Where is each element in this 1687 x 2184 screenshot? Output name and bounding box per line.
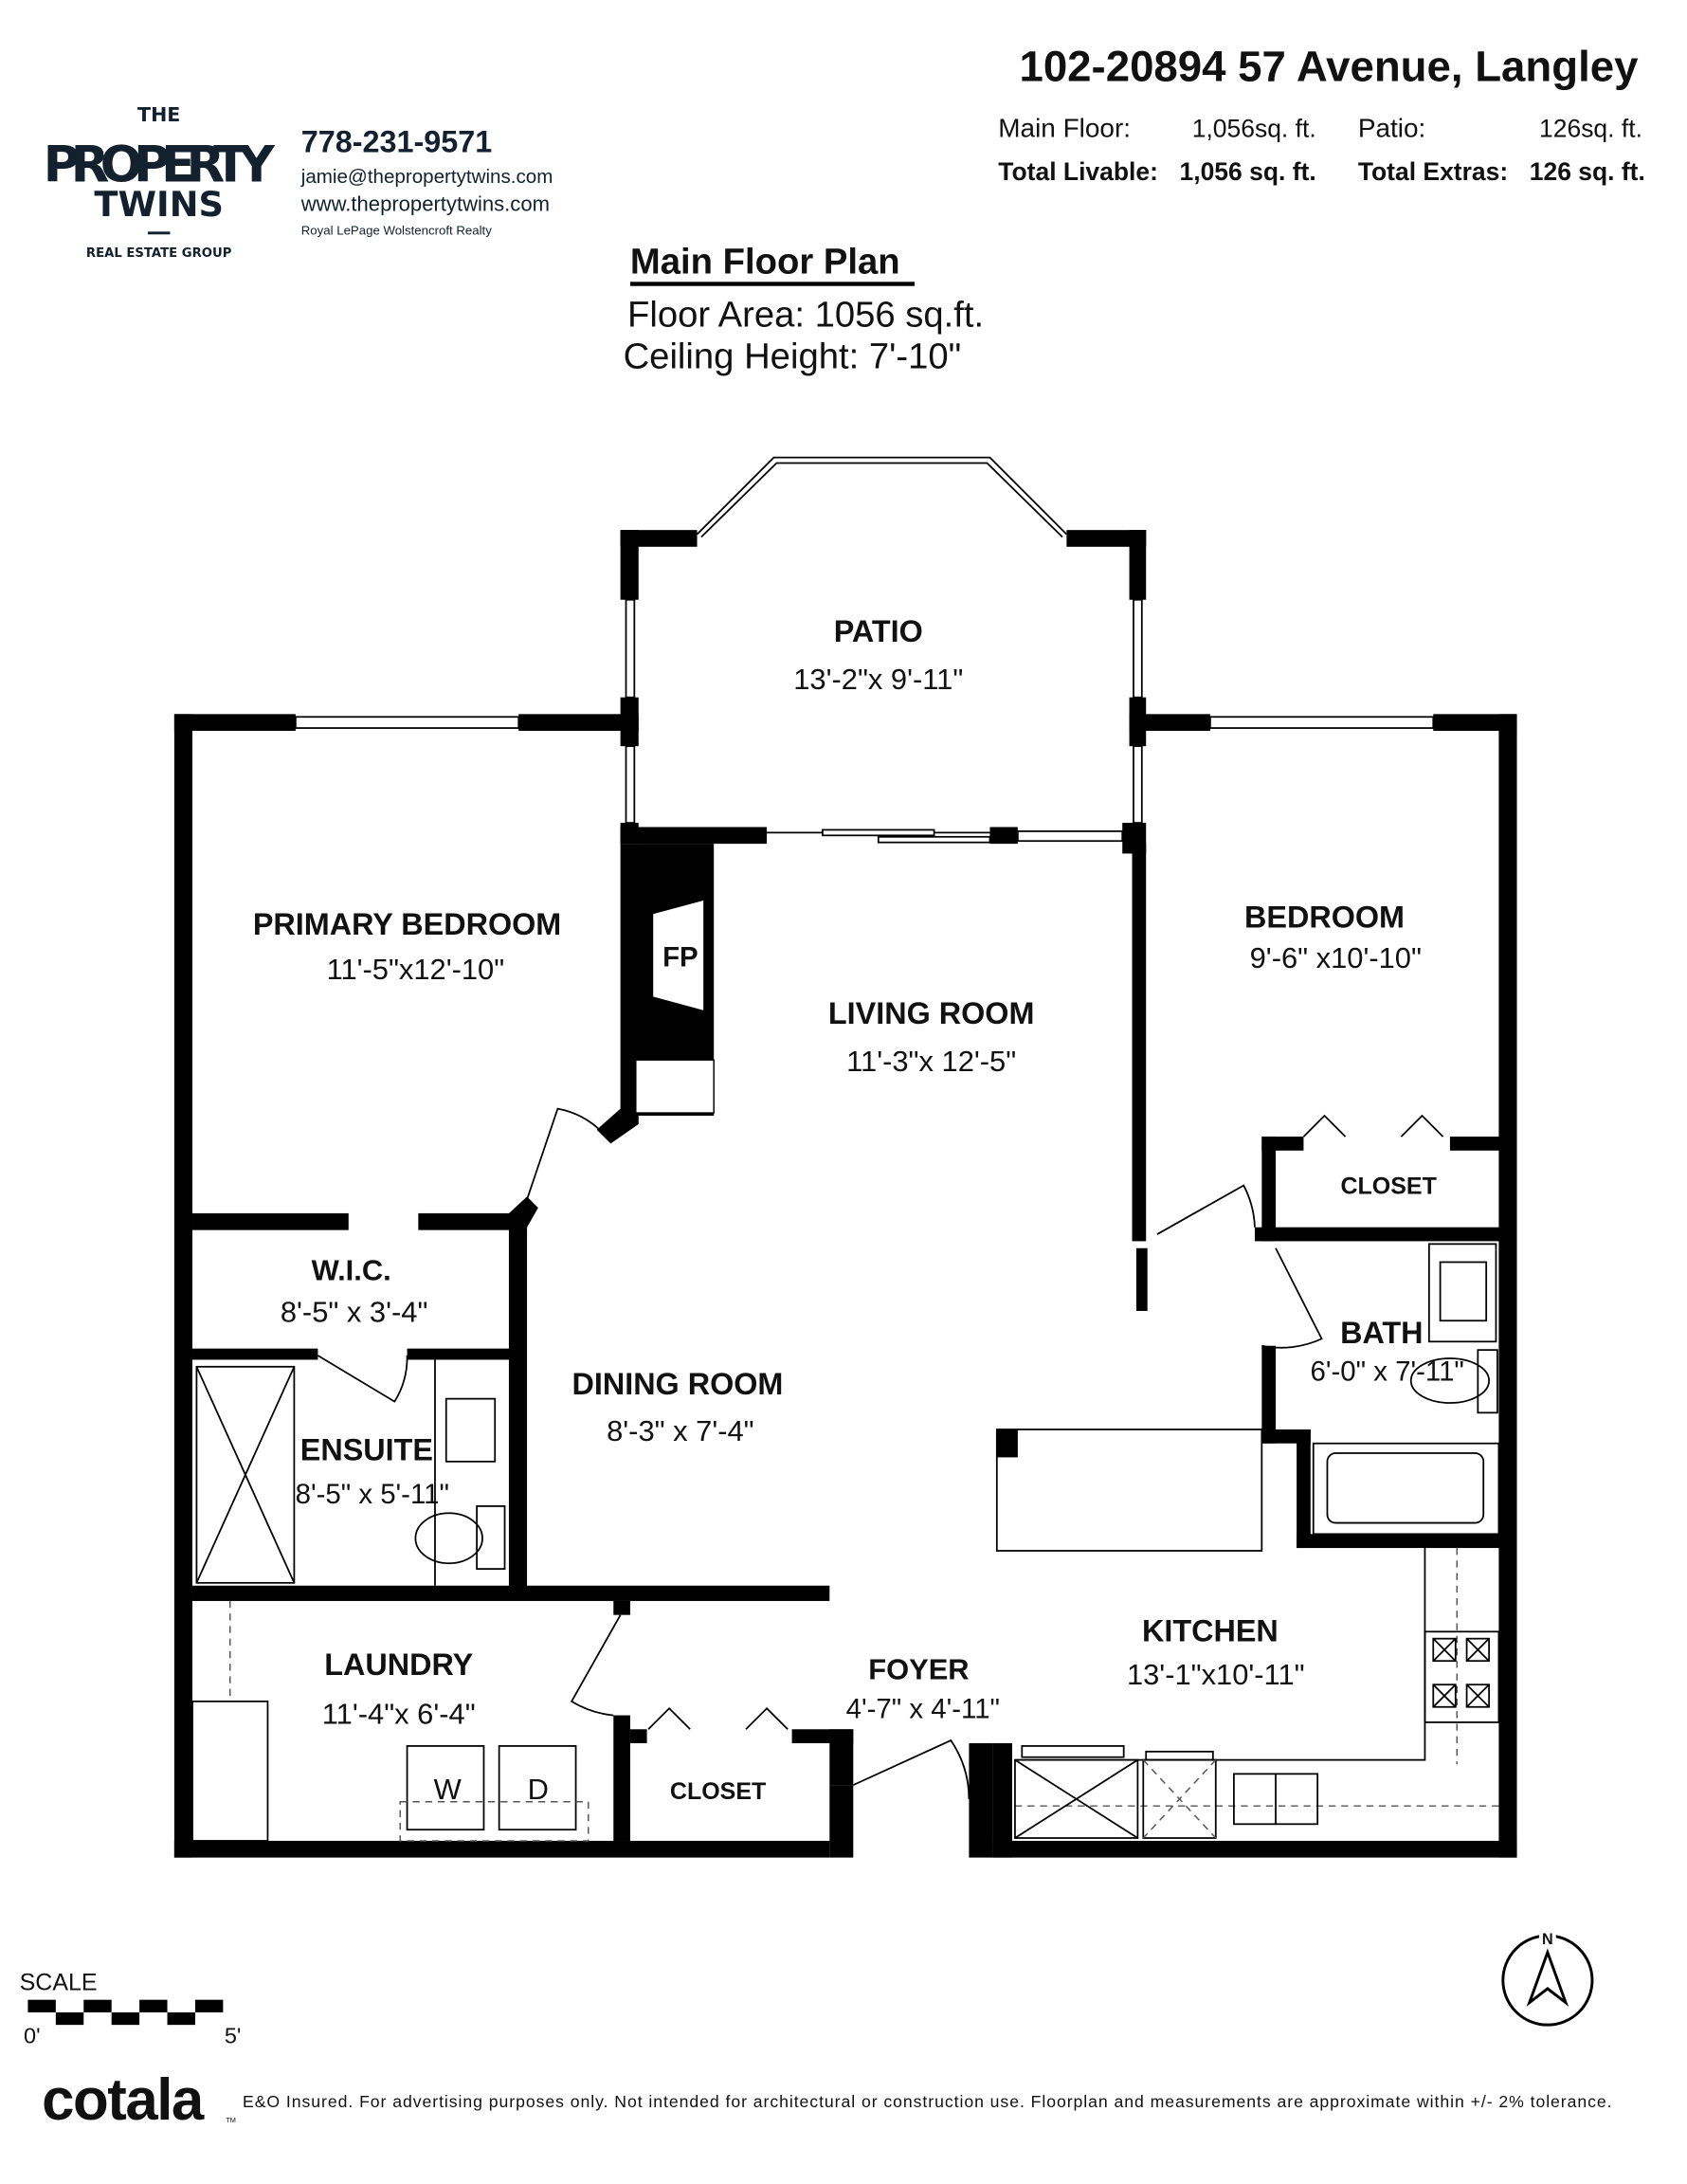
walls [173,530,1517,1858]
room-dims-bedroom: 9'-6" x10'-10" [1250,941,1422,974]
plan-title: Main Floor Plan [630,241,900,282]
plan-info: Main Floor Plan Floor Area: 1056 sq.ft. … [624,241,985,376]
north-arrow-icon: N [1501,1928,1594,2027]
room-name-bath: BATH [1340,1316,1423,1350]
room-name-kitchen: KITCHEN [1142,1614,1279,1648]
closet-label-bedroom: CLOSET [1340,1173,1436,1199]
total-extras-label: Total Extras: [1358,157,1508,186]
brand-logo: THE PROPERTY TWINS REAL ESTATE GROUP [44,103,276,261]
room-dims-living-room: 11'-3"x 12'-5" [846,1045,1016,1078]
room-dims-ensuite: 8'-5" x 5'-11" [296,1479,449,1510]
room-dims-primary-bedroom: 11'-5"x12'-10" [327,953,505,986]
main-floor-label: Main Floor: [998,113,1131,142]
footer: cotala TM E&O Insured. For advertising p… [42,2067,1611,2133]
room-labels: PATIO 13'-2"x 9'-11" PRIMARY BEDROOM 11'… [253,614,1464,1806]
header: 102-20894 57 Avenue, Langley Main Floor:… [998,42,1645,185]
room-dims-laundry: 11'-4"x 6'-4" [322,1697,476,1730]
address-title: 102-20894 57 Avenue, Langley [1019,42,1639,90]
room-dims-wic: 8'-5" x 3'-4" [281,1296,428,1329]
brokerage: Royal LePage Wolstencroft Realty [301,223,492,237]
svg-text:THE: THE [137,103,180,126]
agent-contact: 778-231-9571 jamie@thepropertytwins.com … [300,124,553,237]
room-name-ensuite: ENSUITE [300,1432,433,1466]
scale-label: SCALE [20,1969,98,1995]
dryer-label: D [528,1773,549,1806]
room-name-foyer: FOYER [868,1652,969,1685]
stove-icon [1432,1637,1490,1708]
room-name-patio: PATIO [834,614,923,648]
room-name-wic: W.I.C. [312,1254,391,1287]
disclaimer: E&O Insured. For advertising purposes on… [243,2092,1612,2111]
svg-text:PROPERTY: PROPERTY [44,136,276,193]
scale-bar: SCALE 0' 5' [20,1969,242,2048]
room-name-bedroom: BEDROOM [1244,900,1405,934]
room-dims-foyer: 4'-7" x 4'-11" [846,1694,1000,1725]
trademark: TM [226,2116,236,2124]
patio-value: 126sq. ft. [1539,114,1642,142]
svg-text:REAL ESTATE GROUP: REAL ESTATE GROUP [86,246,232,261]
room-dims-bath: 6'-0" x 7'-11" [1311,1356,1464,1388]
north-label: N [1542,1931,1553,1948]
room-dims-kitchen: 13'-1"x10'-11" [1127,1658,1305,1691]
closet-label-foyer: CLOSET [670,1778,766,1805]
room-name-laundry: LAUNDRY [324,1647,473,1682]
room-dims-dining-room: 8'-3" x 7'-4" [607,1414,754,1447]
scale-start: 0' [24,2023,41,2048]
total-livable-label: Total Livable: [998,157,1158,186]
room-name-primary-bedroom: PRIMARY BEDROOM [253,907,561,941]
cotala-logo: cotala [42,2067,205,2133]
ceiling-height: Ceiling Height: 7'-10" [624,337,962,377]
total-extras-value: 126 sq. ft. [1530,157,1645,186]
main-floor-value: 1,056sq. ft. [1192,114,1316,142]
scale-end: 5' [225,2023,242,2048]
patio-label: Patio: [1358,113,1425,142]
washer-label: W [434,1773,463,1806]
total-livable-value: 1,056 sq. ft. [1180,157,1316,186]
website[interactable]: www.thepropertytwins.com [300,191,550,215]
room-name-dining-room: DINING ROOM [571,1367,783,1401]
floor-area: Floor Area: 1056 sq.ft. [627,294,984,335]
fireplace-label: FP [662,942,698,974]
svg-text:TWINS: TWINS [94,184,224,225]
room-name-living-room: LIVING ROOM [828,996,1035,1030]
fixtures [191,456,1500,1842]
room-dims-patio: 13'-2"x 9'-11" [793,663,963,696]
email[interactable]: jamie@thepropertytwins.com [300,166,553,188]
phone[interactable]: 778-231-9571 [301,124,493,158]
